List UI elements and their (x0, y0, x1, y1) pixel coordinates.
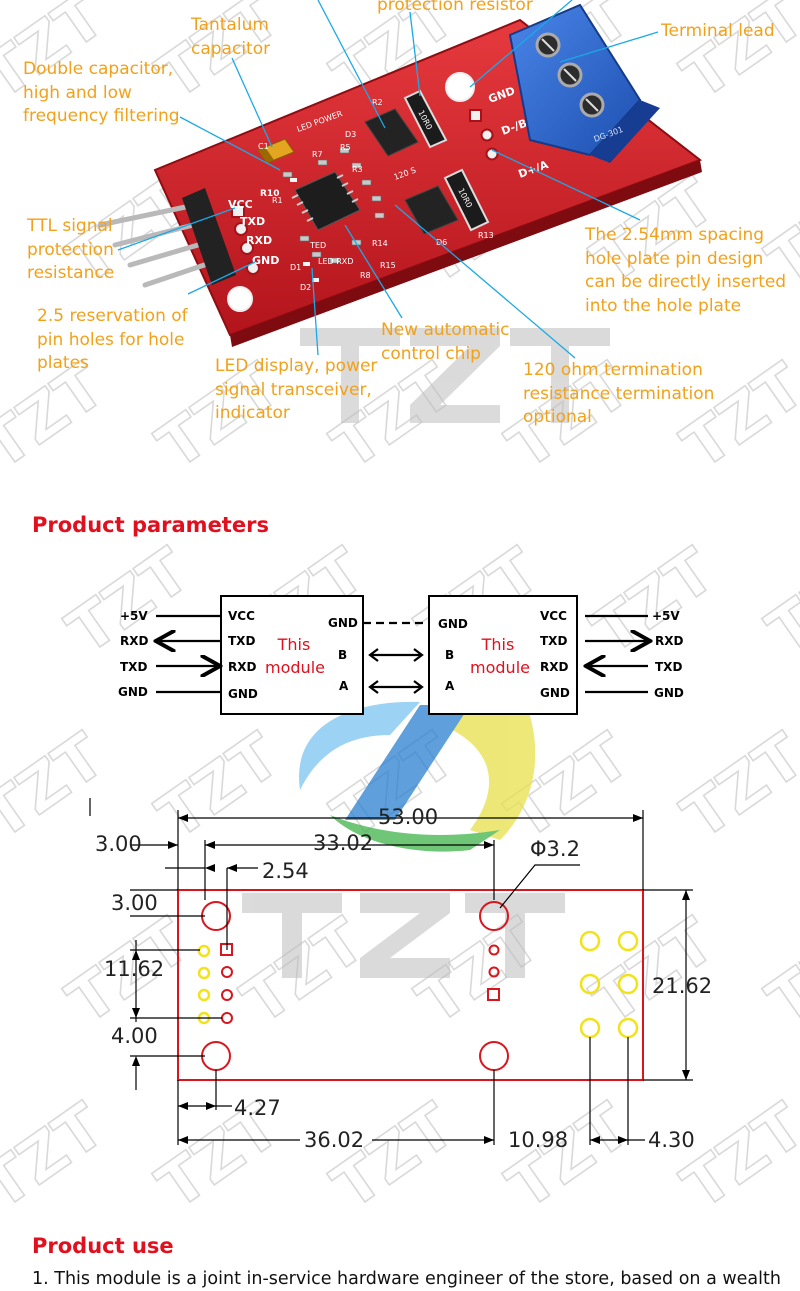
svg-text:R5: R5 (340, 143, 351, 152)
dim-bottom-offset: 4.00 (111, 1024, 158, 1048)
svg-text:GND: GND (438, 617, 468, 631)
resistor-top: 10R0 (403, 89, 448, 149)
tzt-logo-bottom (242, 893, 565, 978)
svg-text:R13: R13 (478, 231, 494, 240)
svg-text:GND: GND (328, 616, 358, 630)
tzt-logo-top (300, 328, 610, 423)
diode-top (364, 108, 419, 157)
left-outer-gnd: GND (118, 685, 148, 699)
svg-text:R3: R3 (352, 165, 363, 174)
mounting-hole-bottom (227, 286, 253, 312)
dim-pitch: 2.54 (262, 859, 309, 883)
dim-top-offset: 3.00 (111, 891, 158, 915)
svg-text:B: B (445, 648, 454, 662)
callout-protection-resistor: protection resistor (377, 0, 533, 15)
terminal-block: DG-301 (508, 3, 660, 163)
resistor-bottom: 10R0 (443, 168, 490, 232)
board-illustration: VCC TXD RXD GND R10 GND D-/B D+/A 10R0 (97, 0, 703, 359)
hole-bottom-left (201, 1041, 231, 1071)
svg-text:C1: C1 (258, 142, 269, 151)
callout-terminal-lead: Terminal lead (661, 21, 775, 41)
callout-double-capacitor: Double capacitor, high and low frequency… (23, 59, 180, 126)
right-outer-5v: +5V (652, 609, 680, 623)
svg-text:D2: D2 (300, 283, 311, 292)
dim-hole-diameter: Φ3.2 (530, 837, 580, 861)
callout-spacing: The 2.54mm spacing hole plate pin design… (585, 225, 787, 316)
callout-ttl-protection: TTL signal protection resistance (27, 216, 115, 283)
dim-left-offset: 3.00 (95, 832, 142, 856)
left-outer-rxd: RXD (120, 634, 148, 648)
right-module-label-1: This (481, 635, 515, 654)
wiring-diagram: +5V RXD TXD GND VCC TXD RXD GND GND B A … (118, 595, 684, 715)
callout-tantalum: Tantalum capacitor (191, 15, 271, 59)
svg-text:R8: R8 (360, 271, 371, 280)
product-use-paragraph: 1. This module is a joint in-service har… (32, 1269, 781, 1289)
dim-hole-span: 33.02 (313, 831, 373, 855)
dim-width: 53.00 (378, 805, 438, 829)
svg-text:TED: TED (309, 241, 326, 250)
left-module-label-1: This (277, 635, 311, 654)
leader-lines (117, 0, 659, 359)
right-outer-txd: TXD (655, 660, 682, 674)
svg-text:VCC: VCC (540, 609, 567, 623)
svg-text:TXD: TXD (540, 634, 567, 648)
mounting-hole-top (445, 72, 475, 102)
svg-text:RXD: RXD (228, 660, 256, 674)
svg-text:GND: GND (540, 686, 570, 700)
svg-text:GND: GND (228, 687, 258, 701)
brand-swoosh-logo (299, 690, 536, 852)
left-module-label-2: module (265, 658, 325, 677)
dim-hole-to-hole: 36.02 (304, 1128, 364, 1152)
right-outer-gnd: GND (654, 686, 684, 700)
svg-text:R2: R2 (372, 98, 383, 107)
dim-terminal-span: 10.98 (508, 1128, 568, 1152)
svg-text:RXD: RXD (540, 660, 568, 674)
dim-height: 21.62 (652, 974, 712, 998)
dim-terminal-pitch: 4.30 (648, 1128, 695, 1152)
section-title-parameters: Product parameters (32, 513, 269, 537)
led-indicators (290, 178, 319, 282)
svg-text:R7: R7 (312, 150, 323, 159)
svg-text:R14: R14 (372, 239, 388, 248)
hole-top-right (479, 901, 509, 931)
pin-label-txd: TXD (240, 215, 265, 228)
hole-bottom-right (479, 1041, 509, 1071)
silk-r10: R10 (260, 189, 279, 199)
left-outer-5v: +5V (120, 609, 148, 623)
svg-text:B: B (338, 648, 347, 662)
left-outer-txd: TXD (120, 660, 147, 674)
dim-pin-x: 4.27 (234, 1096, 281, 1120)
svg-text:VCC: VCC (228, 609, 255, 623)
right-module-box (428, 595, 578, 715)
callout-auto-chip: New automatic control chip (381, 320, 510, 364)
svg-text:D3: D3 (345, 130, 356, 139)
svg-text:A: A (339, 679, 349, 693)
svg-text:TXD: TXD (228, 634, 255, 648)
callout-led-display: LED display, power signal transceiver, i… (215, 356, 378, 423)
diode-bottom (404, 185, 459, 235)
dimension-drawing: 53.00 33.02 3.00 2.54 Φ3.2 3.00 11.62 4.… (89, 798, 712, 1152)
right-module-label-2: module (470, 658, 530, 677)
tantalum-capacitor (257, 138, 295, 164)
board-outline (177, 889, 644, 1081)
svg-text:R15: R15 (380, 261, 396, 270)
svg-text:LED RXD: LED RXD (318, 257, 353, 266)
pin-label-rxd: RXD (246, 234, 272, 247)
callout-termination: 120 ohm termination resistance terminati… (523, 360, 715, 427)
hole-top-left (201, 901, 231, 931)
callout-pin-reservation: 2.5 reservation of pin holes for hole pl… (37, 306, 188, 373)
transceiver-chip (291, 171, 361, 231)
svg-text:R1: R1 (272, 196, 283, 205)
svg-text:D1: D1 (290, 263, 301, 272)
dim-pin-span: 11.62 (104, 957, 164, 981)
pin-label-gnd: GND (252, 254, 279, 267)
right-outer-rxd: RXD (655, 634, 683, 648)
section-title-use: Product use (32, 1234, 174, 1258)
svg-text:D6: D6 (436, 238, 447, 247)
svg-text:A: A (445, 679, 455, 693)
